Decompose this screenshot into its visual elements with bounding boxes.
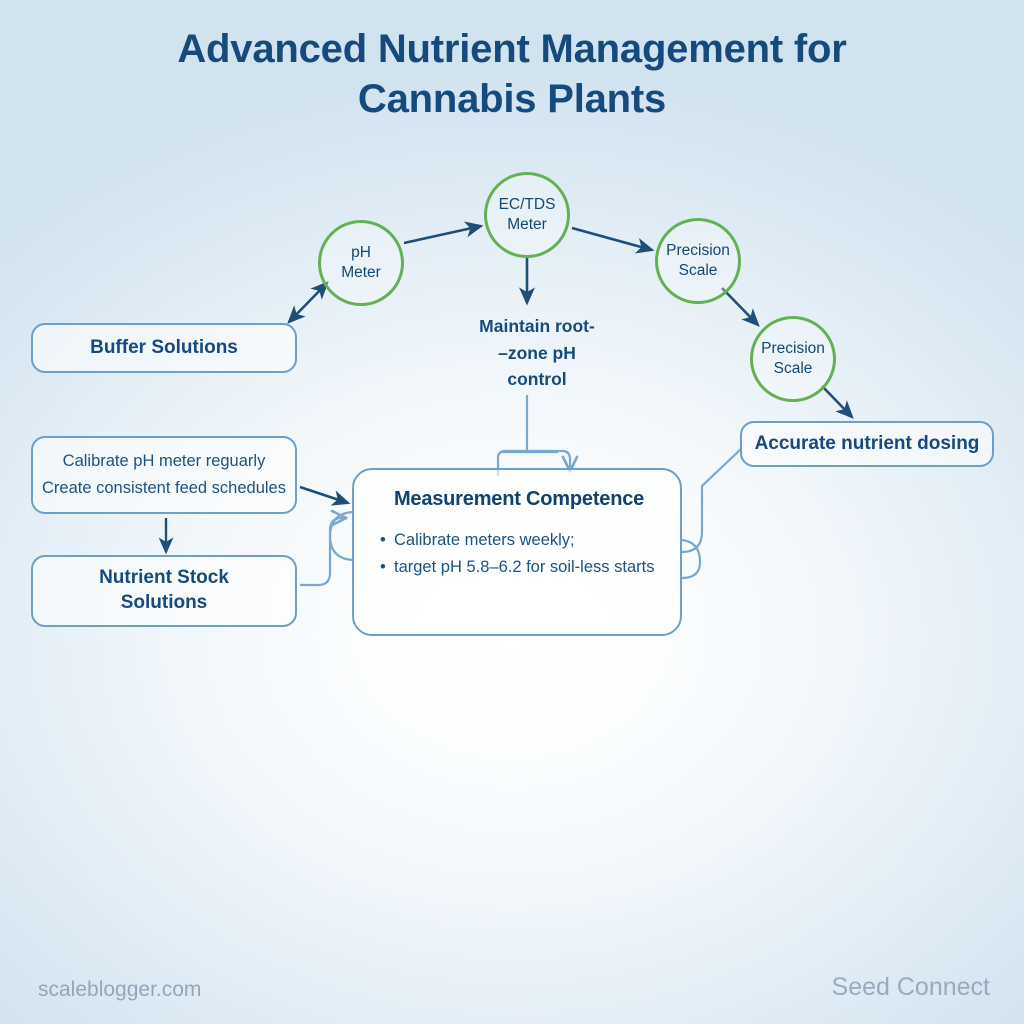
- page-title: Advanced Nutrient Management for Cannabi…: [62, 24, 962, 125]
- link-nutrient-stock-to-card: [300, 509, 348, 587]
- mid-label-line-1: Maintain root-: [479, 316, 595, 336]
- title-line-2: Cannabis Plants: [357, 77, 667, 122]
- node-precision-scale-1-label: Precision Scale: [666, 241, 730, 280]
- box-buffer-solutions-label: Buffer Solutions: [90, 336, 238, 358]
- box-practices[interactable]: Calibrate pH meter reguarly Create consi…: [31, 436, 297, 514]
- node-ec-tds-line2: Meter: [507, 216, 547, 233]
- node-precision-scale-1-line1: Precision: [666, 242, 730, 260]
- node-precision-scale-1-line2: Scale: [678, 262, 718, 279]
- node-ph-meter-line1: pH: [351, 244, 371, 262]
- card-bullet-list: Calibrate meters weekly; target pH 5.8–6…: [380, 527, 658, 580]
- watermark-site: scaleblogger.com: [38, 978, 202, 1001]
- node-ph-meter[interactable]: pH Meter: [318, 220, 404, 306]
- link-ph-meter-to-ec-tds: [403, 221, 484, 245]
- node-ec-tds-meter-label: EC/TDS Meter: [499, 195, 556, 234]
- node-precision-scale-2-label: Precision Scale: [761, 339, 825, 378]
- link-card-right-loop: [681, 538, 702, 580]
- box-nutrient-stock-line2: Solutions: [120, 592, 208, 613]
- link-precision-scale-2-to-dosing: [821, 385, 854, 419]
- watermark-brand: Seed Connect: [831, 973, 990, 1001]
- node-ec-tds-meter[interactable]: EC/TDS Meter: [484, 172, 570, 258]
- box-nutrient-stock-line1: Nutrient Stock: [99, 567, 229, 589]
- link-buffer-to-ph-meter: [287, 281, 329, 324]
- node-precision-scale-2-line2: Scale: [773, 360, 813, 377]
- node-precision-scale-2-line1: Precision: [761, 340, 825, 358]
- box-accurate-nutrient-dosing[interactable]: Accurate nutrient dosing: [740, 421, 994, 467]
- link-precision-scale-1-to-2: [721, 287, 760, 327]
- link-card-to-dosing: [681, 447, 743, 554]
- box-practices-line-2: Create consistent feed schedules: [42, 479, 286, 497]
- node-precision-scale-2[interactable]: Precision Scale: [750, 316, 836, 402]
- card-bullet-item: Calibrate meters weekly;: [380, 527, 658, 554]
- box-practices-line-1: Calibrate pH meter reguarly: [62, 452, 266, 470]
- link-practices-to-card: [299, 485, 351, 506]
- mid-label-line-3: control: [507, 369, 567, 390]
- box-accurate-dosing-label: Accurate nutrient dosing: [754, 432, 980, 454]
- card-measurement-competence[interactable]: Measurement Competence Calibrate meters …: [352, 468, 682, 636]
- card-bullet-item: target pH 5.8–6.2 for soil-less starts: [380, 554, 658, 581]
- box-nutrient-stock-solutions[interactable]: Nutrient Stock Solutions: [31, 555, 297, 627]
- box-buffer-solutions[interactable]: Buffer Solutions: [31, 323, 297, 373]
- link-ec-tds-to-precision-scale-1: [571, 226, 655, 254]
- link-mid-label-to-card: [502, 395, 558, 454]
- node-ph-meter-label: pH Meter: [341, 243, 381, 282]
- card-heading: Measurement Competence: [393, 488, 645, 510]
- mid-label-line-2: –zone pH: [498, 342, 576, 363]
- mid-label-root-zone-ph: Maintain root- –zone pH control: [452, 313, 622, 393]
- box-nutrient-stock-label: Nutrient Stock Solutions: [99, 566, 229, 615]
- link-card-left-loop: [328, 510, 353, 562]
- node-precision-scale-1[interactable]: Precision Scale: [655, 218, 741, 304]
- node-ph-meter-line2: Meter: [341, 264, 381, 281]
- title-line-1: Advanced Nutrient Management for: [177, 27, 847, 71]
- node-ec-tds-line1: EC/TDS: [498, 196, 556, 214]
